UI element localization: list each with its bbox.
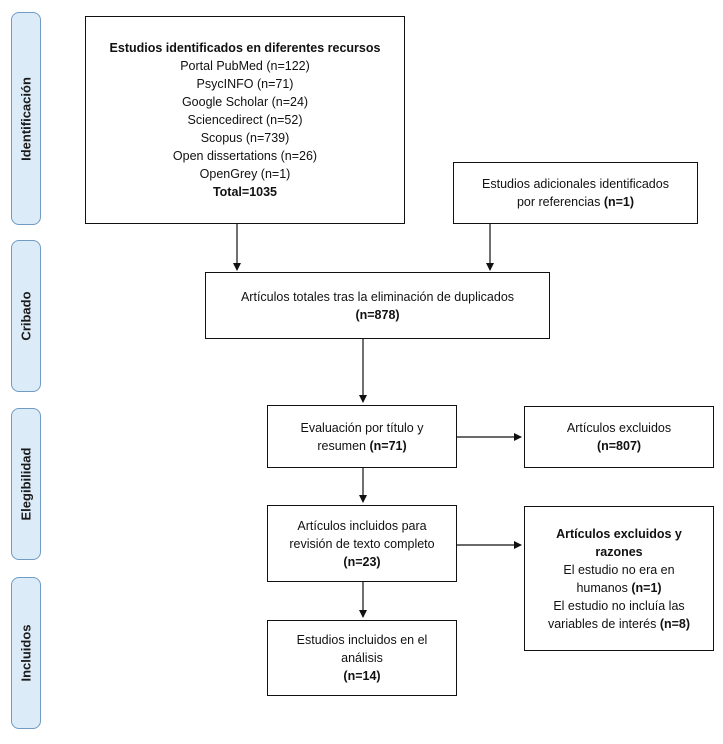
- reasons-line2: humanos: [576, 580, 632, 595]
- source-item: Scopus (n=739): [200, 131, 290, 145]
- reasons-count2: (n=8): [659, 616, 691, 631]
- sources-box: Estudios identificados en diferentes rec…: [85, 16, 405, 224]
- additional-line2: por referencias: [516, 195, 604, 209]
- source-item: Google Scholar (n=24): [181, 95, 309, 109]
- fulltext-line1: Artículos incluidos para: [297, 518, 427, 533]
- phase-incluidos: Incluidos: [11, 577, 41, 729]
- source-item: Open dissertations (n=26): [172, 149, 318, 163]
- reasons-count1: (n=1): [631, 580, 662, 595]
- additional-count: (n=1): [603, 195, 635, 209]
- reasons-line4: variables de interés: [547, 616, 660, 631]
- dedup-box: Artículos totales tras la eliminación de…: [205, 272, 550, 339]
- screening-line2: resumen: [317, 438, 370, 453]
- reasons-heading2: razones: [595, 544, 643, 559]
- reasons-line1: El estudio no era en: [563, 562, 675, 577]
- reasons-line4-wrap: variables de interés (n=8): [548, 615, 690, 633]
- reasons-heading1: Artículos excluidos y: [556, 526, 682, 541]
- sources-total: Total=1035: [212, 185, 278, 199]
- source-item: Portal PubMed (n=122): [180, 59, 310, 73]
- reasons-line2-wrap: humanos (n=1): [576, 579, 661, 597]
- phase-cribado: Cribado: [11, 240, 41, 392]
- additional-line1: Estudios adicionales identificados: [482, 177, 669, 191]
- additional-box: Estudios adicionales identificados por r…: [453, 162, 698, 224]
- source-item: PsycINFO (n=71): [196, 77, 294, 91]
- screening-line2-wrap: resumen (n=71): [317, 437, 406, 455]
- source-item: Sciencedirect (n=52): [187, 113, 303, 127]
- included-line1: Estudios incluidos en el: [296, 633, 428, 647]
- dedup-count: (n=878): [355, 307, 400, 322]
- source-item: OpenGrey (n=1): [199, 167, 291, 181]
- reasons-box: Artículos excluidos y razones El estudio…: [524, 506, 714, 651]
- dedup-line1: Artículos totales tras la eliminación de…: [240, 289, 515, 304]
- fulltext-box: Artículos incluidos para revisión de tex…: [267, 505, 457, 582]
- fulltext-line2: revisión de texto completo: [289, 536, 435, 551]
- reasons-line3: El estudio no incluía las: [553, 598, 685, 613]
- additional-line2-wrap: por referencias (n=1): [517, 193, 634, 211]
- screening-count: (n=71): [369, 438, 407, 453]
- screening-box: Evaluación por título y resumen (n=71): [267, 405, 457, 468]
- phase-identificacion: Identificación: [11, 12, 41, 225]
- screening-line1: Evaluación por título y: [300, 420, 424, 435]
- included-box: Estudios incluidos en el análisis (n=14): [267, 620, 457, 696]
- sources-heading: Estudios identificados en diferentes rec…: [109, 41, 381, 55]
- excluded-count: (n=807): [596, 439, 642, 453]
- fulltext-count: (n=23): [343, 554, 381, 569]
- included-count: (n=14): [343, 669, 381, 683]
- excluded-box: Artículos excluidos (n=807): [524, 406, 714, 468]
- excluded-line1: Artículos excluidos: [566, 421, 672, 435]
- included-line2: análisis: [341, 651, 383, 665]
- phase-elegibilidad: Elegibilidad: [11, 408, 41, 560]
